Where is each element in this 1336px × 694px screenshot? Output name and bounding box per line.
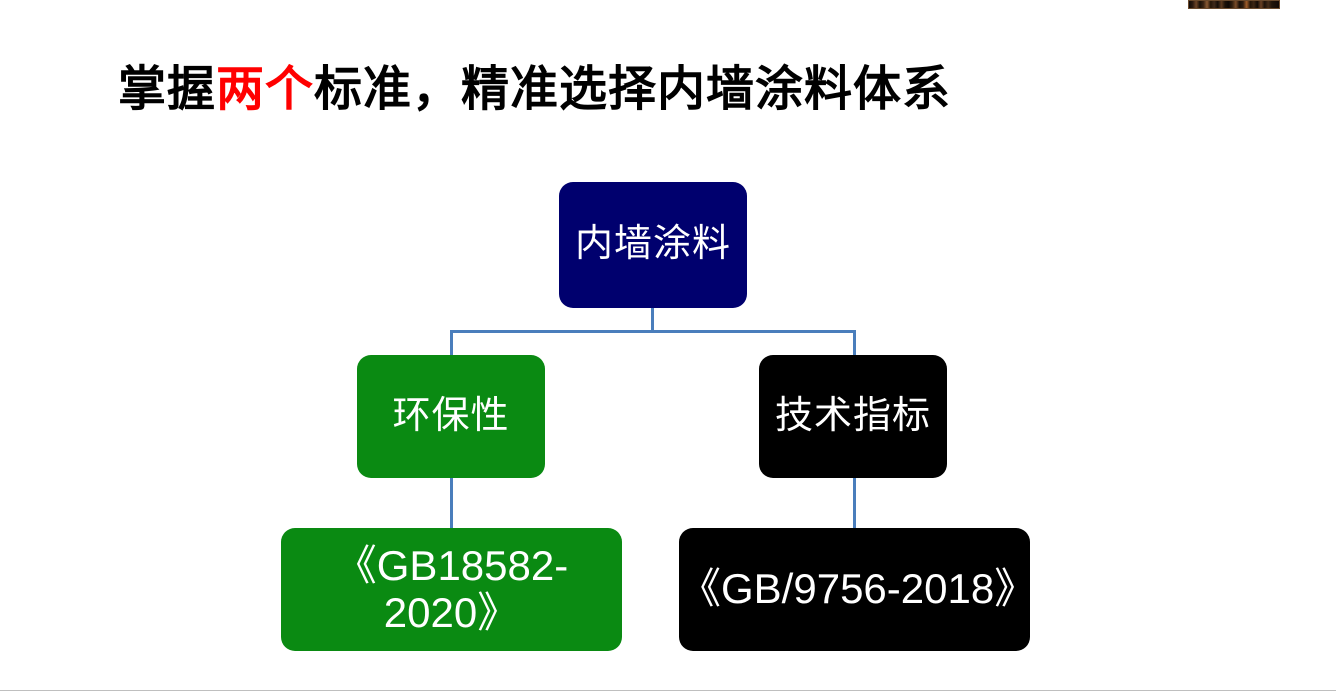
connector-eco-to-standard	[450, 477, 453, 530]
node-root[interactable]: 内墙涂料	[559, 182, 747, 308]
connector-horizontal-split	[450, 330, 856, 333]
connector-root-stem	[651, 307, 654, 333]
node-tech[interactable]: 技术指标	[759, 355, 947, 478]
node-eco[interactable]: 环保性	[357, 355, 545, 478]
connector-tech-to-standard	[853, 477, 856, 530]
page-title-part-before: 掌握	[118, 63, 217, 117]
page-title-part-after: 标准，精准选择内墙涂料体系	[314, 63, 952, 117]
page-title: 掌握两个标准，精准选择内墙涂料体系	[118, 60, 1218, 120]
node-eco-standard[interactable]: 《GB18582-2020》	[281, 528, 622, 651]
connector-to-eco	[450, 330, 453, 357]
node-tech-standard[interactable]: 《GB/9756-2018》	[679, 528, 1036, 651]
page-title-accent: 两个	[216, 63, 315, 117]
bottom-divider	[0, 690, 1336, 691]
cropped-image-artifact	[1188, 0, 1280, 9]
connector-to-tech	[853, 330, 856, 357]
